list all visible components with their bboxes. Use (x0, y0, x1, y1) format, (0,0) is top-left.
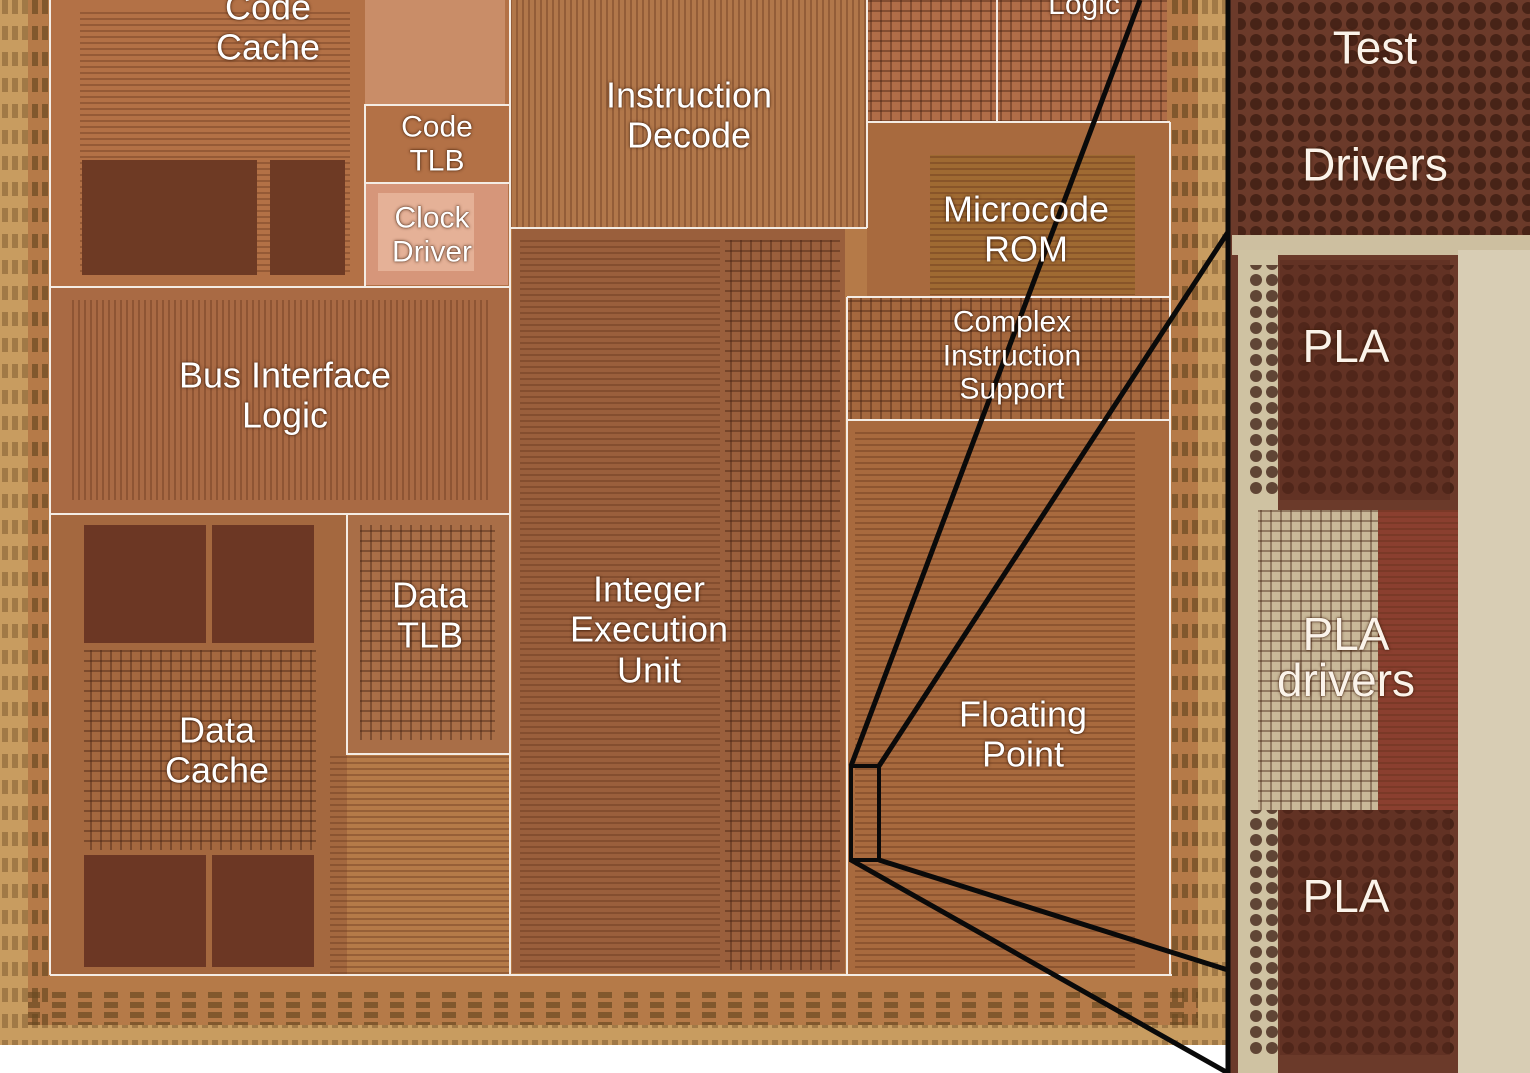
zoom-connector-lines (848, 0, 1231, 1073)
die (0, 0, 1230, 1045)
label-pla-bottom: PLA (1302, 870, 1390, 923)
zoom-source-box (849, 764, 881, 862)
label-pla-top: PLA (1302, 320, 1390, 373)
zoom-panel (1225, 0, 1530, 1073)
block-outlines (49, 0, 1172, 976)
label-logic: Logic (1048, 0, 1120, 22)
